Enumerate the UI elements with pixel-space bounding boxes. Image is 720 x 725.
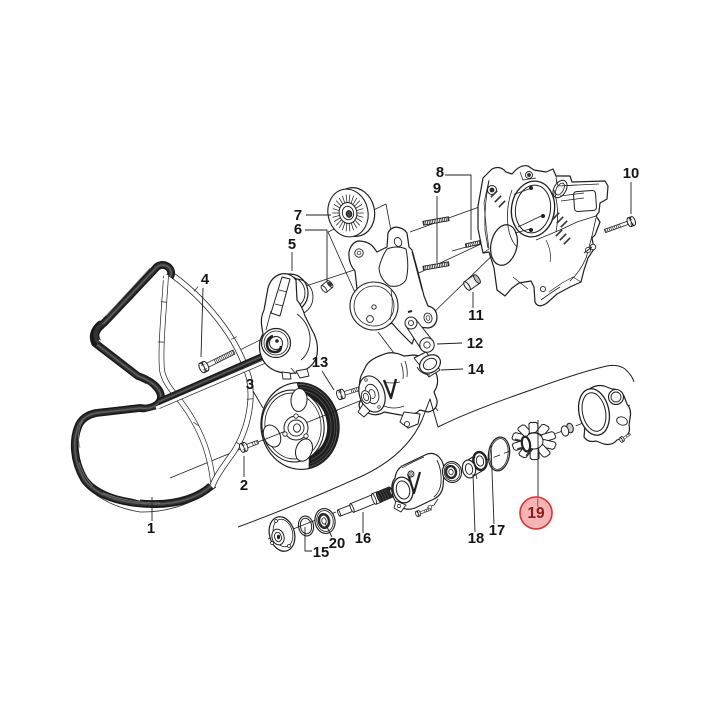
svg-text:17: 17 <box>489 523 505 539</box>
svg-text:7: 7 <box>294 208 302 224</box>
svg-text:2: 2 <box>240 478 248 494</box>
svg-text:20: 20 <box>329 536 345 552</box>
svg-text:10: 10 <box>623 166 639 182</box>
svg-text:13: 13 <box>312 355 328 371</box>
svg-text:3: 3 <box>246 377 254 393</box>
svg-text:9: 9 <box>433 181 441 197</box>
svg-text:8: 8 <box>436 165 444 181</box>
svg-text:6: 6 <box>294 222 302 238</box>
svg-text:19: 19 <box>527 505 545 522</box>
svg-text:5: 5 <box>288 237 296 253</box>
svg-text:18: 18 <box>468 531 484 547</box>
svg-text:14: 14 <box>468 362 485 378</box>
svg-text:16: 16 <box>355 531 371 547</box>
svg-text:15: 15 <box>313 545 329 561</box>
svg-text:12: 12 <box>467 336 483 352</box>
svg-text:4: 4 <box>201 272 210 288</box>
svg-text:1: 1 <box>147 521 155 537</box>
svg-text:11: 11 <box>468 308 484 324</box>
